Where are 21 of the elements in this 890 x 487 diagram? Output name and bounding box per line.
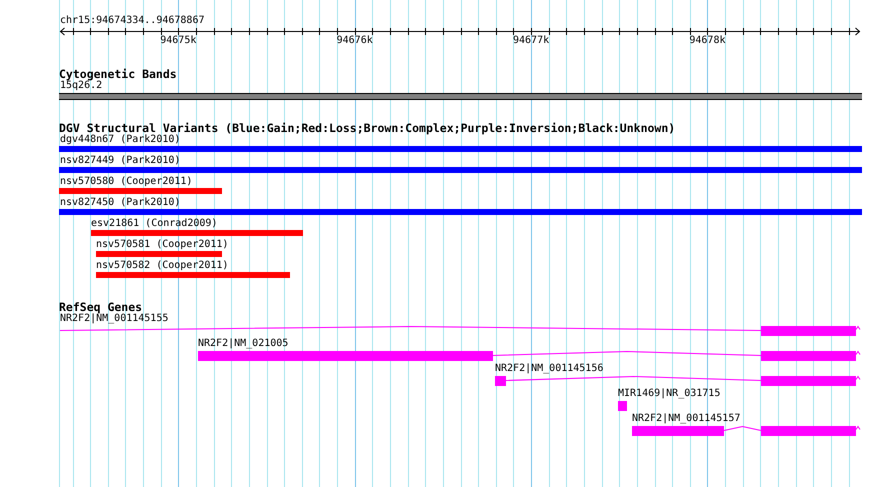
tick-label: 94678k	[689, 35, 726, 47]
feature-label: nsv570580 (Cooper2011)	[60, 176, 192, 188]
feature-label: NR2F2|NM_001145157	[632, 413, 740, 425]
track-heading: DGV Structural Variants (Blue:Gain;Red:Loss;Brown:Complex;Purple:Inversion;Black:Unknown)	[59, 122, 676, 134]
feature-label: NR2F2|NM_001145155	[60, 313, 168, 325]
feature-label: NR2F2|NM_021005	[198, 338, 288, 350]
feature-label: MIR1469|NR_031715	[618, 388, 720, 400]
feature-label: 15q26.2	[60, 80, 102, 92]
feature-label: esv21861 (Conrad2009)	[91, 218, 218, 230]
track-heading: RefSeq Genes	[59, 300, 142, 314]
feature-label: nsv827450 (Park2010)	[60, 197, 180, 209]
feature-label: NR2F2|NM_001145156	[495, 363, 604, 375]
feature-label: nsv570582 (Cooper2011)	[96, 260, 228, 272]
feature-label: nsv827449 (Park2010)	[60, 155, 180, 167]
region-label: chr15:94674334..94678867	[60, 14, 204, 26]
feature-label: dgv448n67 (Park2010)	[60, 134, 180, 146]
track-heading: Cytogenetic Bands	[59, 68, 177, 80]
feature-label: nsv570581 (Cooper2011)	[96, 239, 228, 251]
tick-label: 94677k	[512, 35, 550, 47]
tick-label: 94675k	[160, 35, 196, 47]
tick-label: 94676k	[336, 35, 373, 47]
